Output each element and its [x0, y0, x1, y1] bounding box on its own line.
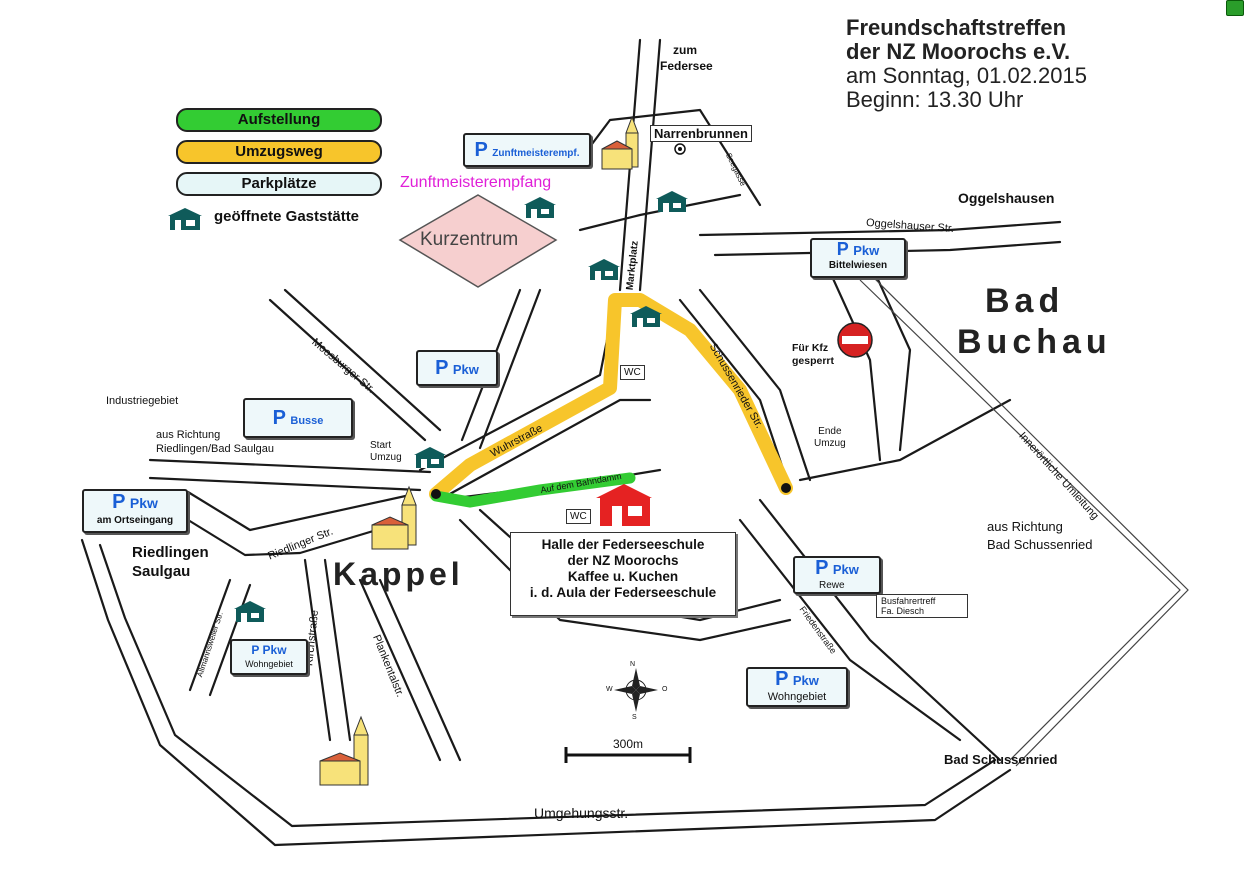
- parking-wohngebiet-ost: P Pkw Wohngebiet: [746, 667, 848, 707]
- label-kappel: Kappel: [333, 556, 464, 592]
- road-north-c: [578, 108, 762, 207]
- map-title: Freundschaftstreffen der NZ Moorochs e.V…: [846, 15, 1087, 112]
- road-riedlinger-b: [178, 513, 412, 557]
- road-kurzentrum-b: [478, 288, 542, 450]
- parking-bittelwiesen: P Pkw Bittelwiesen: [810, 238, 906, 278]
- halle-house-icon: [596, 484, 652, 526]
- scale-bar: [564, 747, 692, 763]
- road-kirch: [303, 558, 332, 742]
- busfahrertreff-box: Busfahrertreff Fa. Diesch: [876, 594, 968, 618]
- parking-wohngebiet-west: P Pkw Wohngebiet: [230, 639, 308, 675]
- road-innerorts-a: [859, 279, 1181, 761]
- road-schussen-b: [698, 288, 812, 482]
- road-umgehung-outer: [80, 538, 1012, 847]
- legend-gaststaette: geöffnete Gaststätte: [166, 206, 359, 235]
- legend-umzugsweg: Umzugsweg: [176, 140, 382, 164]
- label-bad-schussenried: Bad Schussenried: [944, 752, 1058, 767]
- narrenbrunnen-marker: [674, 143, 686, 155]
- label-zunftmeisterempfang: Zunftmeisterempfang: [400, 174, 552, 191]
- road-wuhr-b: [446, 398, 652, 497]
- compass-n: N: [630, 661, 636, 668]
- parking-zunftmeister: P Zunftmeisterempf.: [463, 133, 591, 167]
- start-dot: [431, 489, 441, 499]
- road-north-d: [578, 193, 742, 232]
- end-dot: [781, 483, 791, 493]
- label-scale: 300m: [613, 737, 644, 751]
- road-plankental-b: [378, 578, 462, 762]
- church-icon: [371, 485, 417, 550]
- road-plankental: [358, 578, 442, 762]
- church-icon: [601, 115, 639, 170]
- label-narrenbrunnen: Narrenbrunnen: [650, 125, 752, 142]
- label-industriegebiet: Industriegebiet: [106, 395, 179, 407]
- road-moosburger-b: [283, 288, 442, 432]
- halle-info-box: Halle der Federseeschule der NZ Moorochs…: [510, 532, 736, 616]
- road-east-a: [798, 398, 1012, 482]
- gaststaette-icon: [412, 446, 448, 473]
- label-buchau: Buchau: [957, 323, 1112, 361]
- compass-s: S: [632, 714, 637, 721]
- road-north-b: [638, 38, 662, 292]
- road-moosburger-a: [268, 298, 427, 442]
- compass-rose: [614, 668, 658, 712]
- road-east-b: [758, 498, 1002, 762]
- church-icon: [319, 715, 369, 786]
- label-umgehungsstr: Umgehungsstr.: [534, 805, 629, 821]
- kurzentrum-shape: [398, 194, 558, 288]
- route-umzugsweg: [429, 293, 793, 501]
- label-kurzentrum: Kurzentrum: [420, 229, 519, 250]
- legend-parkplaetze: Parkplätze: [176, 172, 382, 196]
- label-bad: Bad: [985, 282, 1065, 320]
- gaststaette-icon: [586, 258, 622, 285]
- gaststaette-icon: [522, 196, 558, 223]
- parking-ortseingang: P Pkw am Ortseingang: [82, 489, 188, 533]
- road-west-a: [148, 458, 432, 474]
- compass-o: O: [662, 686, 668, 693]
- gaststaette-icon: [168, 208, 202, 230]
- parking-pkw-center: P Pkw: [416, 350, 498, 386]
- road-oggel-b: [713, 240, 1062, 257]
- wc-box: WC: [620, 365, 645, 380]
- parking-rewe: P Pkw Rewe: [793, 556, 881, 594]
- road-umgehung-inner: [98, 543, 997, 828]
- road-oggel-a: [698, 220, 1062, 237]
- gaststaette-icon: [232, 600, 268, 627]
- compass-w: W: [606, 686, 613, 693]
- road-east-d: [818, 248, 882, 462]
- label-zum-federsee: zum Federsee: [660, 43, 713, 73]
- gaststaette-icon: [628, 305, 664, 332]
- route-aufstellung: [430, 472, 636, 508]
- gaststaette-icon: [654, 190, 690, 217]
- road-west-b: [148, 476, 422, 492]
- road-innerorts-b: [867, 271, 1189, 767]
- road-allmannsweiler: [188, 578, 232, 692]
- label-oggelshausen: Oggelshausen: [958, 190, 1055, 206]
- parking-busse: P Busse: [243, 398, 353, 438]
- wc-box: WC: [566, 509, 591, 524]
- road-kirch-b: [323, 558, 352, 742]
- road-riedlinger-a: [186, 490, 412, 532]
- print-icon[interactable]: [1226, 0, 1244, 16]
- road-east-c: [738, 518, 962, 742]
- legend-aufstellung: Aufstellung: [176, 108, 382, 132]
